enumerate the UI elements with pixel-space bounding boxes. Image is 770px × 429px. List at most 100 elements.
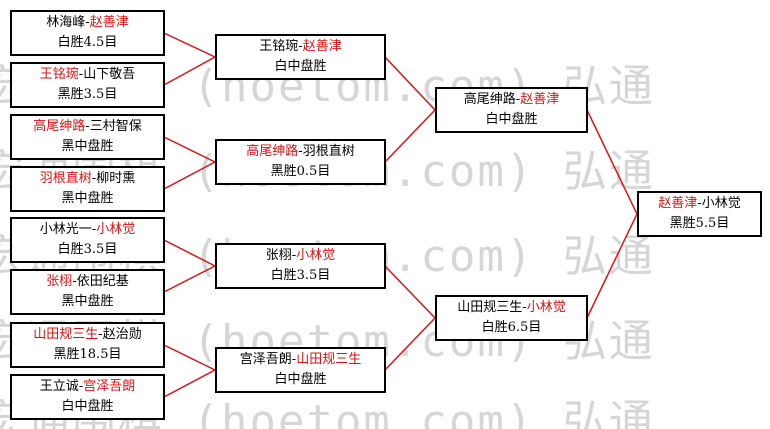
match-result: 黑中盘胜 [61, 294, 114, 309]
match-result: 白中盘胜 [274, 372, 327, 387]
player-name: 小林觉 [96, 222, 136, 237]
match-players: 王立诚-宫泽吾朗 [12, 377, 163, 397]
match-players: 王铭琬-山下敬吾 [12, 65, 163, 85]
connector-line [384, 265, 436, 319]
match-result: 白胜3.5目 [57, 242, 118, 257]
player-name: 山田规三生 [296, 352, 362, 367]
separator: - [291, 248, 297, 263]
match-box-r1m5: 小林光一-小林觉白胜3.5目 [10, 217, 165, 263]
match-players: 张栩-依田纪基 [12, 272, 163, 292]
connector-line [163, 56, 216, 86]
player-name: 宫泽吾朗 [83, 379, 136, 394]
match-result: 黑胜3.5目 [57, 87, 118, 102]
player-name: 小林觉 [296, 248, 336, 263]
player-name: 赵善津 [89, 15, 129, 30]
player-name: 赵善津 [302, 39, 342, 54]
match-players: 小林光一-小林觉 [12, 220, 163, 240]
player-name: 依田纪基 [76, 274, 129, 289]
match-result: 白胜3.5目 [270, 268, 331, 283]
match-result: 白中盘胜 [485, 112, 538, 127]
match-box-r2m4: 宫泽吾朗-山田规三生白中盘胜 [215, 347, 386, 393]
match-result: 白胜4.5目 [57, 35, 118, 50]
match-players: 山田规三生-赵治勋 [12, 325, 163, 345]
match-result: 白中盘胜 [61, 399, 114, 414]
connector-line [163, 369, 216, 398]
separator: - [515, 92, 521, 107]
match-result: 黑中盘胜 [61, 191, 114, 206]
match-players: 高尾绅路-羽根直树 [217, 142, 384, 162]
separator: - [85, 119, 90, 134]
match-box-r1m2: 王铭琬-山下敬吾黑胜3.5目 [10, 62, 165, 108]
separator: - [78, 379, 84, 394]
match-box-r1m7: 山田规三生-赵治勋黑胜18.5目 [10, 322, 165, 368]
match-box-r1m8: 王立诚-宫泽吾朗白中盘胜 [10, 374, 165, 420]
player-name: 柳时熏 [96, 171, 136, 186]
player-name: 林海峰 [46, 15, 86, 30]
connector-line [163, 32, 216, 58]
player-name: 王铭琬 [259, 39, 299, 54]
match-players: 高尾绅路-赵善津 [437, 90, 586, 110]
connector-line [163, 265, 216, 293]
player-name: 高尾绅路 [246, 144, 299, 159]
player-name: 张栩 [46, 274, 73, 289]
player-name: 赵治勋 [102, 327, 142, 342]
match-result: 黑胜18.5目 [53, 347, 122, 362]
match-result: 黑胜5.5目 [669, 216, 730, 231]
match-box-r3m2: 山田规三生-小林觉白胜6.5目 [435, 295, 588, 341]
match-result: 黑中盘胜 [61, 139, 114, 154]
player-name: 小林觉 [701, 196, 741, 211]
separator: - [91, 222, 97, 237]
separator: - [291, 352, 297, 367]
player-name: 山田规三生 [457, 300, 523, 315]
match-result: 白中盘胜 [274, 59, 327, 74]
match-result: 黑胜0.5目 [270, 164, 331, 179]
match-players: 林海峰-赵善津 [12, 13, 163, 33]
match-players: 王铭琬-赵善津 [217, 37, 384, 57]
player-name: 王立诚 [39, 379, 79, 394]
player-name: 山田规三生 [33, 327, 99, 342]
match-players: 宫泽吾朗-山田规三生 [217, 350, 384, 370]
separator: - [98, 327, 103, 342]
separator: - [91, 171, 97, 186]
match-players: 羽根直树-柳时熏 [12, 169, 163, 189]
connector-line [163, 161, 216, 190]
match-result: 白胜6.5目 [481, 320, 542, 335]
match-players: 赵善津-小林觉 [639, 194, 760, 214]
separator: - [72, 274, 77, 289]
player-name: 羽根直树 [39, 171, 92, 186]
separator: - [522, 300, 527, 315]
separator: - [85, 15, 90, 30]
match-box-r2m3: 张栩-小林觉白胜3.5目 [215, 243, 386, 289]
connector-line [384, 109, 436, 163]
player-name: 高尾绅路 [463, 92, 516, 107]
connector-line [163, 136, 216, 163]
match-box-r2m1: 王铭琬-赵善津白中盘胜 [215, 34, 386, 80]
connector-line [163, 344, 216, 371]
separator: - [78, 67, 84, 82]
match-box-r1m3: 高尾绅路-三村智保黑中盘胜 [10, 114, 165, 160]
match-box-r2m2: 高尾绅路-羽根直树黑胜0.5目 [215, 139, 386, 185]
separator: - [298, 39, 303, 54]
player-name: 小林光一 [39, 222, 92, 237]
match-box-r1m6: 张栩-依田纪基黑中盘胜 [10, 269, 165, 315]
match-box-final: 赵善津-小林觉黑胜5.5目 [637, 191, 762, 237]
match-box-r1m1: 林海峰-赵善津白胜4.5目 [10, 10, 165, 56]
player-name: 羽根直树 [302, 144, 355, 159]
player-name: 张栩 [265, 248, 292, 263]
player-name: 宫泽吾朗 [239, 352, 292, 367]
player-name: 小林觉 [526, 300, 566, 315]
player-name: 王铭琬 [39, 67, 79, 82]
match-players: 张栩-小林觉 [217, 246, 384, 266]
connector-line [586, 213, 638, 319]
match-players: 山田规三生-小林觉 [437, 298, 586, 318]
connector-line [384, 317, 436, 371]
player-name: 三村智保 [89, 119, 142, 134]
match-box-r3m1: 高尾绅路-赵善津白中盘胜 [435, 87, 588, 133]
separator: - [697, 196, 702, 211]
player-name: 高尾绅路 [33, 119, 86, 134]
match-players: 高尾绅路-三村智保 [12, 117, 163, 137]
match-box-r1m4: 羽根直树-柳时熏黑中盘胜 [10, 166, 165, 212]
connector-line [384, 56, 436, 111]
